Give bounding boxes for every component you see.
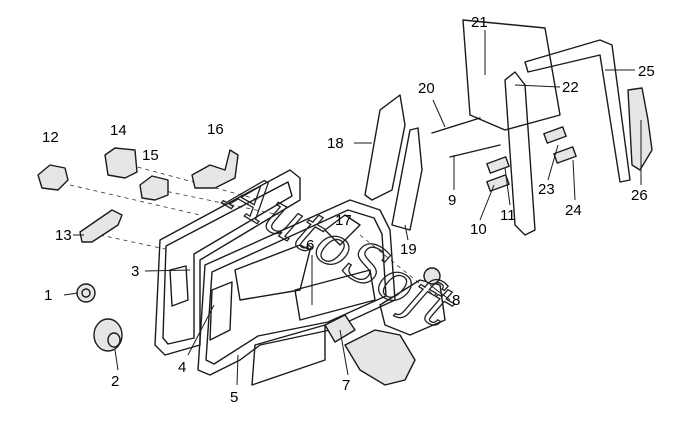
- part-12-clip: [37, 164, 69, 191]
- part-9-rod: [449, 144, 501, 158]
- callout-24: 24: [565, 202, 582, 219]
- door-trim-panel-pocket: [169, 265, 189, 307]
- part-24-clip: [553, 146, 577, 164]
- part-26-bracket: [627, 87, 653, 171]
- door-lower-trim: [251, 324, 326, 386]
- part-22-glass-channel: [504, 71, 536, 236]
- callout-7: 7: [342, 377, 350, 394]
- callout-1: 1: [44, 287, 52, 304]
- callout-25: 25: [638, 63, 655, 80]
- part-1-grommet: [76, 283, 96, 303]
- part-16-hinge: [191, 149, 239, 189]
- door-inner-panel-edge: [205, 209, 387, 365]
- callout-14: 14: [110, 122, 127, 139]
- part-23-clip: [543, 126, 567, 144]
- callout-2: 2: [111, 373, 119, 390]
- part-14-handle: [104, 147, 138, 179]
- part-15-bracket: [139, 175, 169, 201]
- callout-26: 26: [631, 187, 648, 204]
- watermark-text: AutoSoft: [214, 158, 466, 341]
- callout-8: 8: [452, 292, 460, 309]
- part-20-rod: [431, 117, 481, 134]
- part-8-window-regulator: [379, 279, 446, 336]
- callout-16: 16: [207, 121, 224, 138]
- callout-12: 12: [42, 129, 59, 146]
- leader-lines: [63, 30, 642, 386]
- callout-5: 5: [230, 389, 238, 406]
- part-18-quarter-glass: [364, 94, 406, 201]
- part-7-lock-tab: [324, 314, 356, 343]
- callout-13: 13: [55, 227, 72, 244]
- part-1-grommet-hole: [81, 288, 91, 298]
- part-7-lock-mechanism: [344, 329, 416, 386]
- part-21-door-glass: [462, 19, 561, 131]
- part-11-clip: [486, 156, 510, 174]
- part-19-glass-seal: [391, 127, 423, 231]
- door-trim-panel-outer-inner-edge: [162, 181, 293, 345]
- callout-20: 20: [418, 80, 435, 97]
- part-10-clip: [486, 174, 510, 192]
- callout-22: 22: [562, 79, 579, 96]
- part-17-seal-strip: [324, 214, 361, 246]
- callout-15: 15: [142, 147, 159, 164]
- callout-18: 18: [327, 135, 344, 152]
- callout-10: 10: [470, 221, 487, 238]
- door-speaker-opening: [294, 269, 376, 321]
- callout-6: 6: [306, 237, 314, 254]
- door-armrest: [209, 281, 233, 341]
- callout-3: 3: [131, 263, 139, 280]
- part-2-knob: [93, 318, 123, 352]
- callout-19: 19: [400, 241, 417, 258]
- callout-labels: 1 2 3 4 5 6 7 8 9 10 11 12 13 14 15 16 1…: [42, 14, 655, 406]
- door-window-opening: [234, 244, 311, 301]
- part-2-knob-center: [107, 332, 121, 348]
- part-25-frame-seal: [524, 39, 631, 183]
- door-trim-panel-outer: [154, 169, 301, 356]
- part-8-regulator-pulley: [423, 267, 441, 285]
- callout-4: 4: [178, 359, 186, 376]
- callout-9: 9: [448, 192, 456, 209]
- callout-17: 17: [335, 212, 352, 229]
- callout-23: 23: [538, 181, 555, 198]
- part-13-lever: [79, 209, 123, 243]
- callout-21: 21: [471, 14, 488, 31]
- callout-11: 11: [500, 207, 516, 224]
